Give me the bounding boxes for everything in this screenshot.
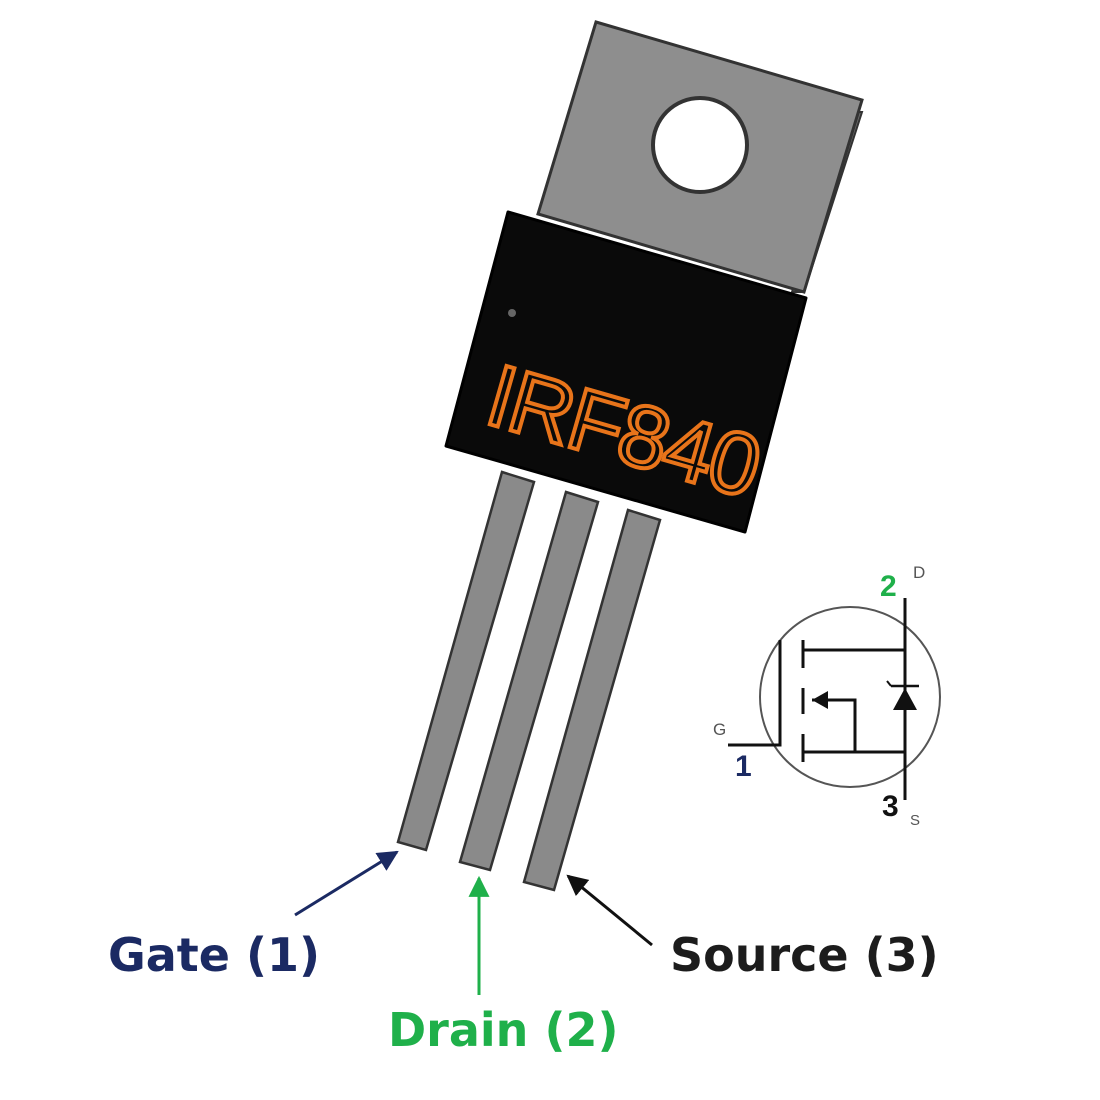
symbol-drain-letter: D	[913, 563, 926, 582]
symbol-drain-number: 2	[880, 570, 897, 603]
pin1-dot	[508, 309, 516, 317]
source-pin-label: Source (3)	[670, 928, 939, 982]
symbol-source-number: 3	[882, 790, 899, 823]
source-lead	[522, 508, 662, 892]
gate-pin-label: Gate (1)	[108, 928, 321, 982]
symbol-gate-number: 1	[735, 750, 752, 783]
source-arrow	[566, 874, 653, 947]
symbol-source-letter: S	[910, 812, 921, 829]
leads	[396, 470, 662, 892]
symbol-gate-letter: G	[713, 720, 727, 739]
gate-arrow	[294, 850, 399, 917]
drain-pin-label: Drain (2)	[388, 1003, 619, 1057]
drain-lead	[458, 490, 600, 872]
gate-lead	[396, 470, 536, 852]
mosfet-symbol	[728, 598, 941, 800]
heatsink-tab	[536, 20, 864, 294]
mounting-hole	[651, 96, 749, 194]
